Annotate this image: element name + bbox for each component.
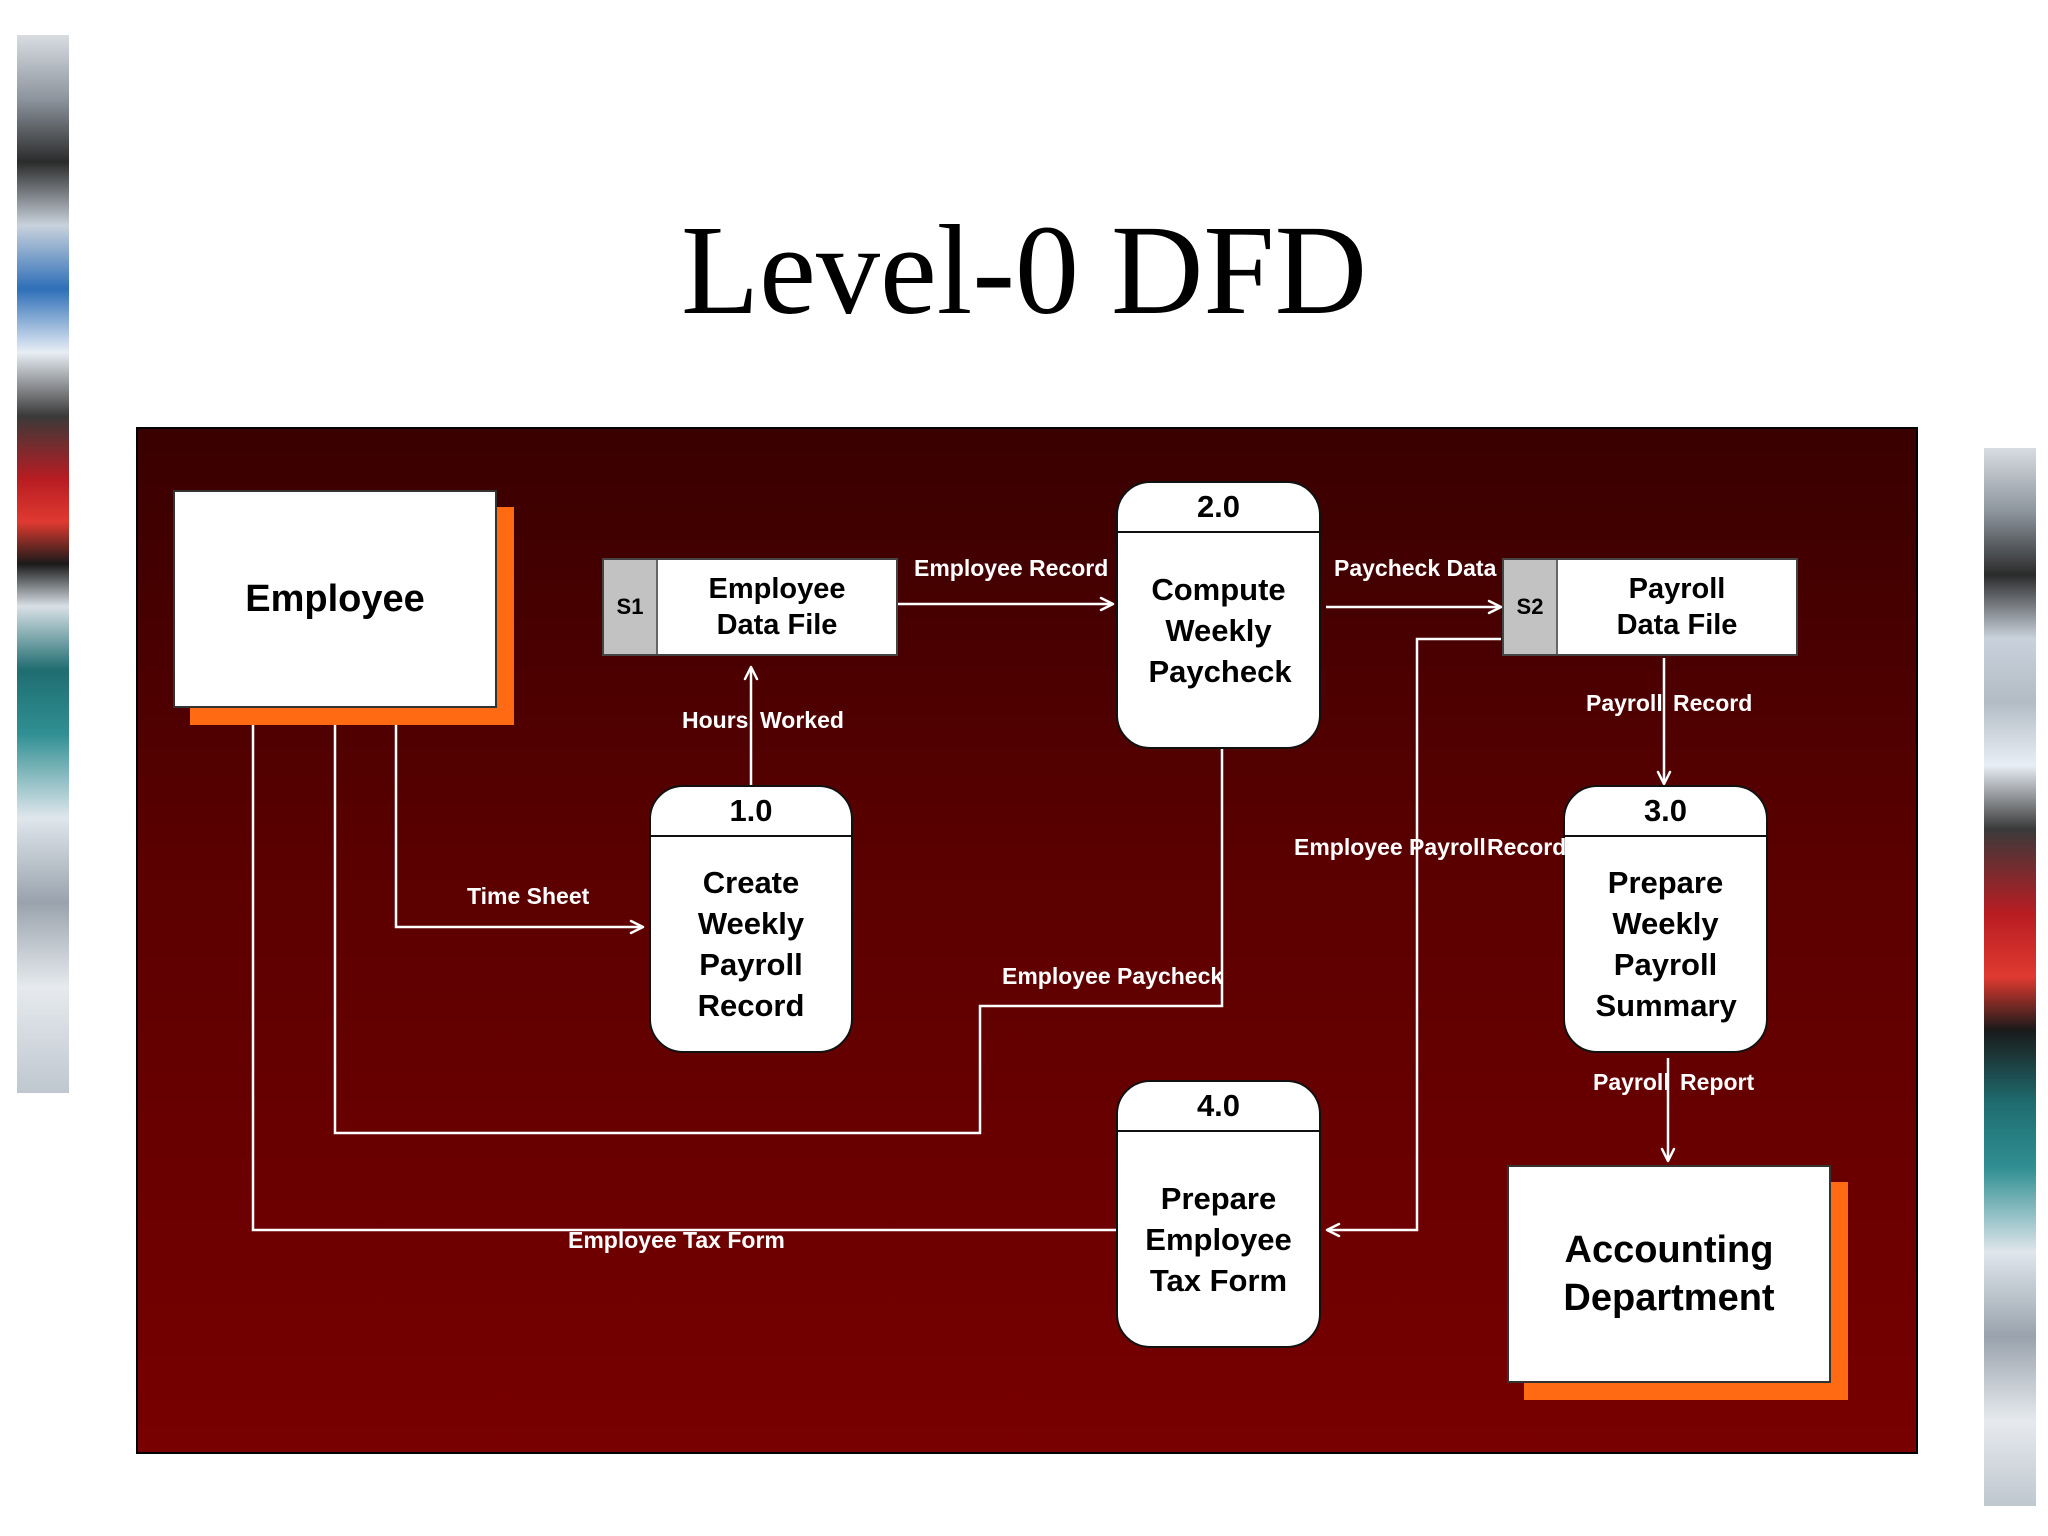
flow-label-hours: Hours bbox=[682, 707, 749, 733]
right-decorative-strip bbox=[1984, 448, 2036, 1506]
process-4-0-name-text: Prepare Employee Tax Form bbox=[1145, 1180, 1292, 1298]
left-decorative-strip bbox=[17, 35, 69, 1093]
flow-label-payroll-report-b: Report bbox=[1680, 1069, 1755, 1095]
flow-label-paycheck-data: Paycheck Data bbox=[1334, 555, 1497, 581]
process-1-0-id: 1.0 bbox=[651, 787, 851, 837]
process-3-0-name-text: Prepare Weekly Payroll Summary bbox=[1595, 865, 1737, 1023]
process-2-0-name: Compute Weekly Paycheck bbox=[1118, 533, 1319, 747]
flow-label-payroll-record-a: Payroll bbox=[1586, 690, 1663, 716]
accounting-entity-label: Accounting Department bbox=[1563, 1229, 1775, 1319]
flow-label-worked: Worked bbox=[760, 707, 844, 733]
process-1-0-name-text: Create Weekly Payroll Record bbox=[697, 865, 805, 1023]
store-name-s2: Payroll Data File bbox=[1558, 560, 1796, 654]
process-4-0-id: 4.0 bbox=[1118, 1082, 1319, 1132]
process-1-0: 1.0 Create Weekly Payroll Record bbox=[649, 785, 853, 1053]
process-3-0-name: Prepare Weekly Payroll Summary bbox=[1565, 837, 1766, 1051]
process-2-0: 2.0 Compute Weekly Paycheck bbox=[1116, 481, 1321, 749]
flow-label-payroll-record-b: Record bbox=[1673, 690, 1753, 716]
slide-title: Level-0 DFD bbox=[680, 199, 1368, 341]
flow-label-employee-tax-form: Employee Tax Form bbox=[568, 1227, 785, 1253]
accounting-entity: Accounting Department bbox=[1507, 1165, 1831, 1383]
store-name-s2-text: Payroll Data File bbox=[1616, 573, 1738, 641]
flow-label-time-sheet: Time Sheet bbox=[467, 883, 590, 909]
store-id-s2: S2 bbox=[1504, 560, 1558, 654]
process-4-0-name: Prepare Employee Tax Form bbox=[1118, 1132, 1319, 1346]
data-store-s2: S2 Payroll Data File bbox=[1502, 558, 1798, 656]
employee-entity: Employee bbox=[173, 490, 497, 708]
process-3-0: 3.0 Prepare Weekly Payroll Summary bbox=[1563, 785, 1768, 1053]
process-2-0-name-text: Compute Weekly Paycheck bbox=[1148, 571, 1292, 689]
process-3-0-id: 3.0 bbox=[1565, 787, 1766, 837]
process-4-0: 4.0 Prepare Employee Tax Form bbox=[1116, 1080, 1321, 1348]
employee-entity-label: Employee bbox=[245, 577, 425, 620]
process-1-0-name: Create Weekly Payroll Record bbox=[651, 837, 851, 1051]
process-2-0-id: 2.0 bbox=[1118, 483, 1319, 533]
flow-label-employee-payroll-record-a: Employee Payroll bbox=[1294, 834, 1486, 860]
store-name-s1-text: Employee Data File bbox=[708, 573, 846, 641]
flow-label-payroll-report-a: Payroll bbox=[1593, 1069, 1670, 1095]
store-id-s1: S1 bbox=[604, 560, 658, 654]
flow-label-employee-payroll-record-b: Record bbox=[1487, 834, 1567, 860]
flow-label-employee-record: Employee Record bbox=[914, 555, 1109, 581]
data-store-s1: S1 Employee Data File bbox=[602, 558, 898, 656]
store-name-s1: Employee Data File bbox=[658, 560, 896, 654]
flow-label-employee-paycheck: Employee Paycheck bbox=[1002, 963, 1224, 989]
